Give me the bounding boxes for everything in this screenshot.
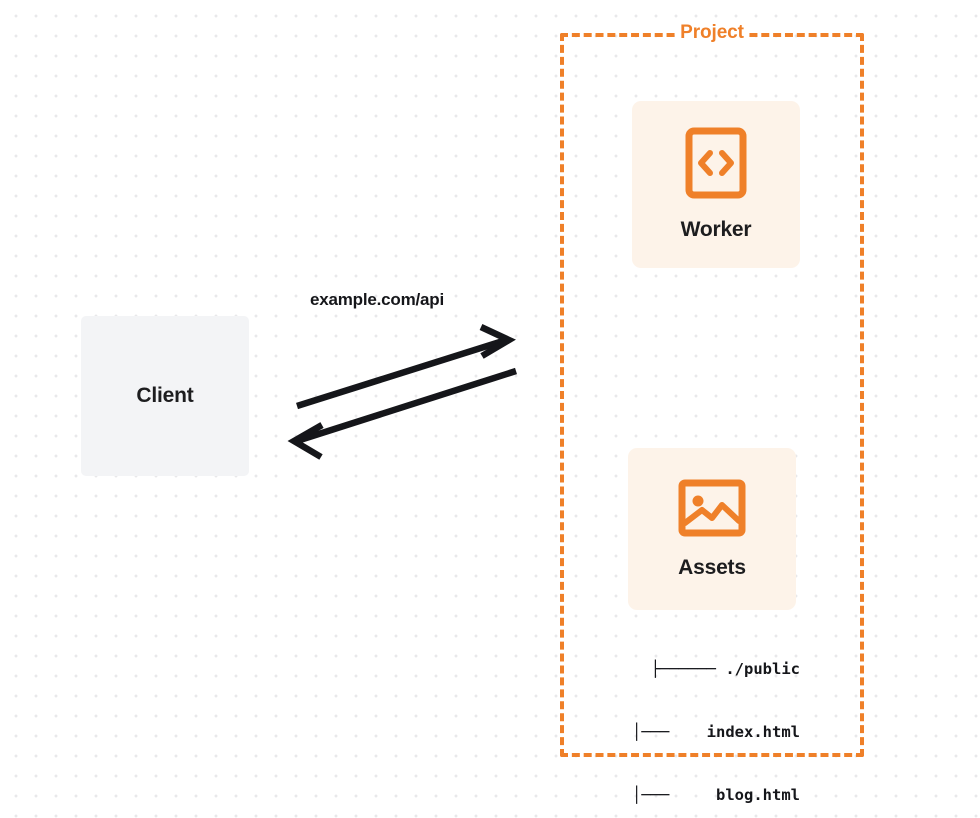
assets-file-tree: ├────── ./public │─── index.html │─── bl…	[600, 617, 800, 818]
file-tree-row-public: ├────── ./public	[650, 660, 800, 678]
image-picture-icon	[678, 479, 746, 542]
worker-card-label: Worker	[680, 218, 752, 241]
worker-card[interactable]: Worker	[632, 101, 800, 268]
assets-card[interactable]: Assets	[628, 448, 796, 610]
response-arrow	[287, 367, 517, 460]
file-tree-row-index: │─── index.html	[632, 723, 800, 741]
client-node-label: Client	[136, 384, 194, 407]
assets-card-label: Assets	[678, 555, 746, 579]
code-brackets-icon	[685, 127, 747, 204]
client-node[interactable]: Client	[81, 316, 249, 476]
edge-label-example-api: example.com/api	[310, 290, 445, 309]
project-label: Project	[560, 20, 864, 46]
project-label-text: Project	[675, 20, 749, 46]
request-arrow	[296, 324, 516, 410]
file-tree-row-blog: │─── blog.html	[632, 786, 800, 804]
